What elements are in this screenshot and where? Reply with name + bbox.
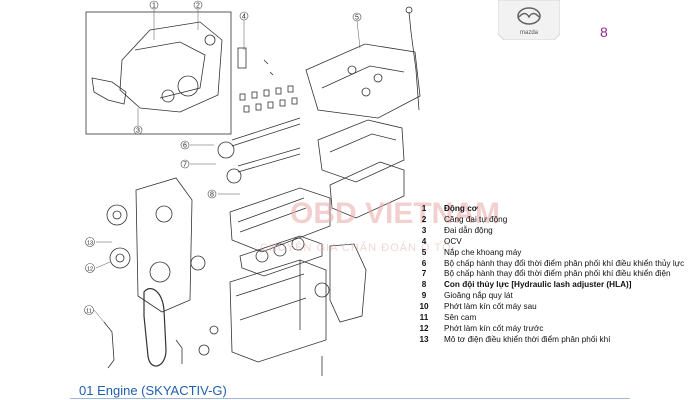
legend-text: Bộ chấp hành thay đổi thời điểm phân phố… (444, 258, 685, 268)
callout-13: 13 (87, 241, 93, 247)
legend-item: 6 Bộ chấp hành thay đổi thời điểm phân ph… (414, 259, 696, 270)
cylinder-block (229, 259, 327, 363)
engine-cover (305, 43, 421, 119)
legend-number: 9 (421, 291, 427, 301)
rocker-arm-row (239, 85, 298, 113)
callout-11-circle (84, 305, 94, 315)
callout-7-circle (180, 159, 190, 169)
legend-item: 12 Phớt làm kín cốt máy trước (414, 324, 696, 335)
tensioner-pulley (106, 204, 128, 226)
legend-number: 8 (421, 280, 427, 290)
brand-label: mazda (520, 30, 539, 36)
legend-number: 13 (419, 334, 429, 344)
mazda-logo: mazda (498, 0, 560, 40)
legend-number: 5 (421, 247, 427, 257)
legend-item: 11 Sên cam (414, 313, 696, 324)
legend-text: Đai dẫn động (444, 225, 493, 235)
legend-number: 11 (419, 313, 429, 323)
timing-cover (135, 177, 193, 313)
callout-2-circle (193, 0, 203, 10)
legend-list: 1 Động cơ 2 Căng đai tự động 3 Đai dẫn động 4 O… (414, 204, 696, 346)
callout-8: 8 (210, 192, 214, 199)
legend-text: Gioăng nắp quy lát (444, 291, 513, 301)
legend-text: Động cơ (444, 204, 478, 213)
footer-rule (70, 398, 630, 399)
callout-13-circle (85, 237, 95, 247)
legend-text: Phớt làm kín cốt máy sau (444, 302, 537, 312)
callout-2: 2 (196, 3, 200, 10)
legend-item: 9 Gioăng nắp quy lát (414, 291, 696, 302)
legend-item: 13 Mô tơ điện điều khiển thời điểm phân p… (414, 335, 696, 346)
legend-item: 3 Đai dẫn động (414, 226, 696, 237)
legend-number: 6 (421, 258, 427, 268)
page-number: 8 (600, 24, 608, 40)
legend-text: OCV (444, 236, 462, 246)
legend-text: Sên cam (444, 313, 477, 323)
cylinder-head (229, 187, 331, 253)
legend-item: 7 Bộ chấp hành thay đổi thời điểm phân ph… (414, 269, 696, 280)
callout-11: 11 (86, 309, 92, 315)
cover-gasket (329, 161, 405, 219)
rear-plate (329, 243, 367, 323)
callout-12: 12 (87, 267, 93, 273)
callout-6: 6 (183, 143, 187, 150)
legend-item: 8 Con đội thủy lực [Hydraulic lash adjust… (414, 280, 696, 291)
callout-1-circle (149, 0, 159, 10)
legend-item: 2 Căng đai tự động (414, 215, 696, 226)
callout-8-circle (207, 189, 217, 199)
legend-number: 1 (421, 204, 427, 213)
chain-guide (103, 321, 115, 369)
head-gasket (239, 235, 323, 277)
legend-item: 4 OCV (414, 237, 696, 248)
exhaust-manifold (91, 77, 127, 105)
callout-4: 4 (242, 14, 246, 21)
callout-5: 5 (355, 15, 359, 22)
camshaft-lower (237, 147, 301, 173)
callout-3-circle (133, 125, 143, 135)
crank-pulley (109, 247, 131, 269)
callout-1: 1 (152, 3, 156, 10)
legend-item: 1 Động cơ (414, 204, 696, 215)
legend-number: 4 (421, 236, 427, 246)
legend-number: 12 (419, 323, 429, 333)
dipstick (408, 11, 420, 111)
legend-text: Mô tơ điện điều khiển thời điểm phân phố… (444, 334, 611, 344)
legend-number: 2 (421, 214, 427, 224)
callout-6-circle (180, 140, 190, 150)
legend-item: 10 Phớt làm kín cốt máy sau (414, 302, 696, 313)
legend-number: 10 (419, 302, 429, 312)
engine-inset-box (85, 11, 232, 135)
legend-text: Nắp che khoang máy (444, 247, 522, 257)
timing-chain (143, 288, 167, 367)
engine-assembly (119, 21, 223, 113)
callout-3: 3 (136, 128, 140, 135)
footer-title: 01 Engine (SKYACTIV-G) (79, 383, 227, 398)
legend-text: Căng đai tự động (444, 214, 508, 224)
legend-text: Bộ chấp hành thay đổi thời điểm phân phố… (444, 269, 671, 279)
callout-4-circle (239, 11, 249, 21)
callout-12-circle (85, 263, 95, 273)
legend-text: Phớt làm kín cốt máy trước (444, 323, 544, 333)
callout-5-circle (352, 12, 362, 22)
valve-cover (317, 119, 405, 183)
camshaft-upper (231, 117, 301, 147)
legend-number: 3 (421, 225, 427, 235)
rear-oil-seal (314, 282, 330, 298)
callout-7: 7 (183, 162, 187, 169)
legend-number: 7 (421, 269, 427, 279)
legend-text: Con đội thủy lực [Hydraulic lash adjuste… (444, 280, 632, 290)
legend-item: 5 Nắp che khoang máy (414, 248, 696, 259)
